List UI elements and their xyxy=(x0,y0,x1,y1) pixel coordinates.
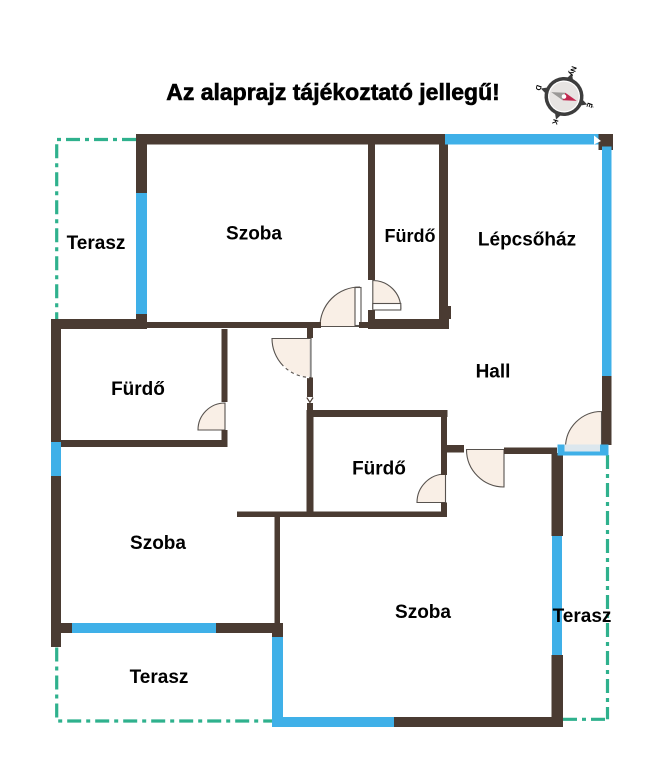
svg-text:Fürdő: Fürdő xyxy=(385,226,436,246)
svg-text:Lépcsőház: Lépcsőház xyxy=(478,230,576,251)
svg-text:Szoba: Szoba xyxy=(130,533,186,554)
svg-text:K: K xyxy=(550,118,560,127)
svg-text:Szoba: Szoba xyxy=(226,224,282,245)
svg-text:Fürdő: Fürdő xyxy=(111,379,165,400)
svg-text:Fürdő: Fürdő xyxy=(352,459,406,480)
svg-text:É: É xyxy=(584,101,594,109)
svg-text:Az alaprajz tájékoztató jelleg: Az alaprajz tájékoztató jellegű! xyxy=(166,79,500,105)
svg-text:Terasz: Terasz xyxy=(130,667,189,688)
svg-text:Szoba: Szoba xyxy=(395,602,451,623)
svg-text:D: D xyxy=(533,84,543,93)
svg-text:Ny: Ny xyxy=(567,65,579,78)
svg-text:Terasz: Terasz xyxy=(553,606,612,627)
svg-text:Terasz: Terasz xyxy=(67,233,126,254)
svg-text:Hall: Hall xyxy=(476,362,511,383)
